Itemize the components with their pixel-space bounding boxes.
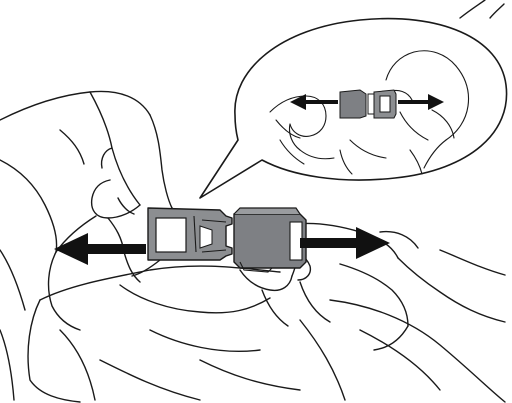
fabric-strap (0, 249, 506, 403)
buckle-male-part (147, 207, 233, 261)
callout-pull-left-arrow (290, 94, 338, 110)
pull-right-arrow (300, 227, 390, 259)
buckle-female-part (233, 207, 307, 273)
callout-buckle (339, 89, 397, 119)
pull-left-arrow (54, 233, 146, 265)
callout-pull-right-arrow (398, 94, 444, 110)
